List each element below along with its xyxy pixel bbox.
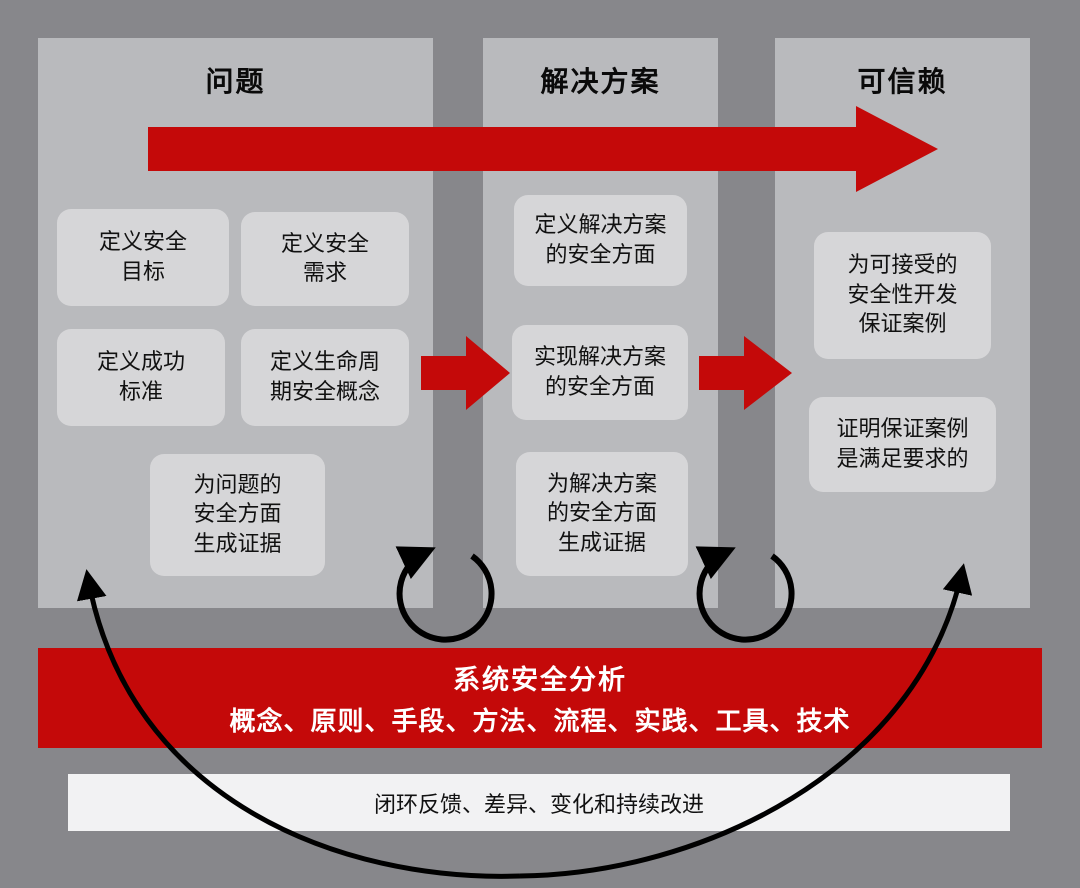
feedback-text: 闭环反馈、差异、变化和持续改进: [373, 792, 704, 818]
box-generate-solution-evidence: 为解决方案 的安全方面 生成证据: [516, 452, 688, 576]
problem-column-title: 问题: [205, 65, 266, 98]
system-safety-analysis-banner: 系统安全分析 概念、原则、手段、方法、流程、实践、工具、技术: [38, 648, 1042, 748]
box-define-security-goals: 定义安全 目标: [57, 209, 229, 306]
banner-subtitle: 概念、原则、手段、方法、流程、实践、工具、技术: [229, 707, 851, 737]
box-define-lifecycle-security-concept: 定义生命周 期安全概念: [241, 329, 409, 426]
box-generate-problem-evidence: 为问题的 安全方面 生成证据: [150, 454, 325, 576]
box-implement-solution-security: 实现解决方案 的安全方面: [512, 325, 688, 420]
box-define-solution-security: 定义解决方案 的安全方面: [514, 195, 687, 286]
banner-title: 系统安全分析: [453, 665, 627, 696]
trust-column-title: 可信赖: [857, 65, 948, 98]
box-define-security-requirements: 定义安全 需求: [241, 212, 409, 306]
box-define-success-criteria: 定义成功 标准: [57, 329, 225, 426]
box-develop-assurance-case: 为可接受的 安全性开发 保证案例: [814, 232, 991, 359]
feedback-bar: 闭环反馈、差异、变化和持续改进: [68, 774, 1010, 831]
solution-column-title: 解决方案: [540, 65, 661, 98]
box-demonstrate-assurance-case: 证明保证案例 是满足要求的: [809, 397, 996, 492]
